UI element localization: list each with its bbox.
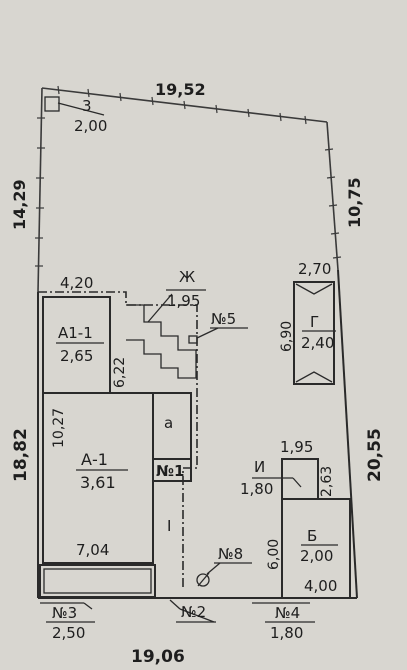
gate-no4-value: 1,80 — [270, 624, 303, 642]
building-a1: А-1 3,61 10,27 7,04 — [42, 392, 154, 564]
internal-boundary — [38, 291, 198, 588]
building-i-depth: 2,63 — [319, 466, 335, 497]
building-i-value: 1,80 — [240, 480, 273, 498]
building-a1-1-outline — [42, 296, 111, 394]
gate-no3-value: 2,50 — [52, 624, 85, 642]
building-i-width: 1,95 — [280, 438, 313, 456]
well-no5-label: №5 — [211, 310, 236, 328]
fence-left-upper — [37, 87, 43, 293]
building-g-outline — [293, 281, 335, 385]
building-a1-1: А1-1 2,65 4,20 6,22 — [42, 274, 128, 394]
building-a1-label: А-1 — [81, 450, 108, 469]
dim-right-lower: 20,55 — [365, 428, 385, 482]
extension-a: а — [152, 392, 192, 460]
structure-no1-outline — [152, 458, 192, 482]
plot-dimensions: 19,52 14,29 10,75 18,82 20,55 19,06 — [10, 80, 385, 667]
building-a1-1-depth: 6,22 — [112, 357, 128, 388]
building-zh-outline — [126, 304, 197, 379]
structure-no8-symbol — [196, 573, 210, 587]
building-i-outline — [281, 458, 319, 500]
dim-right-upper: 10,75 — [345, 177, 364, 228]
gate-no3-label: №3 — [52, 604, 77, 622]
dim-left-upper: 14,29 — [10, 179, 29, 230]
well-no5: №5 — [188, 310, 248, 344]
building-b-depth: 6,00 — [266, 539, 282, 570]
lower-strip-outline — [39, 564, 156, 598]
building-a1-1-value: 2,65 — [60, 347, 93, 365]
porch: I — [167, 517, 171, 535]
gate-no2-label: №2 — [181, 603, 206, 621]
gate-no4-label: №4 — [275, 604, 300, 622]
building-b-width: 4,00 — [304, 577, 337, 595]
building-a1-1-width: 4,20 — [60, 274, 93, 292]
fence-right-upper — [326, 121, 339, 271]
marker-3-value: 2,00 — [74, 117, 107, 135]
building-a1-width: 7,04 — [76, 541, 109, 559]
building-zh: Ж 1,95 — [126, 268, 206, 379]
building-i: И 1,80 1,95 2,63 — [240, 438, 335, 500]
gate-no2: №2 — [169, 599, 216, 623]
fence-ticks — [35, 85, 342, 267]
structure-no8: №8 — [196, 545, 252, 587]
gate-no4: №4 1,80 — [252, 602, 315, 642]
building-zh-value: 1,95 — [167, 292, 200, 310]
building-a1-depth: 10,27 — [51, 408, 67, 448]
dim-top: 19,52 — [155, 80, 206, 99]
building-b-value: 2,00 — [300, 547, 333, 565]
lower-strip — [39, 564, 156, 598]
building-b: Б 2,00 6,00 4,00 — [266, 498, 351, 599]
internal-boundary-line — [38, 291, 198, 588]
building-g-depth: 6,90 — [279, 321, 295, 352]
well-no5-symbol — [188, 335, 198, 344]
dim-left-lower: 18,82 — [11, 428, 31, 482]
dim-bottom: 19,06 — [131, 647, 185, 667]
building-zh-label: Ж — [179, 268, 195, 286]
building-g: Г 2,40 2,70 6,90 — [279, 260, 336, 385]
structure-no1-label: №1 — [156, 462, 184, 480]
building-g-label: Г — [310, 313, 319, 331]
building-g-value: 2,40 — [301, 334, 334, 352]
building-b-outline — [281, 498, 351, 599]
structure-no1: №1 — [152, 458, 192, 482]
gate-no3: №3 2,50 — [40, 602, 95, 642]
building-b-label: Б — [307, 527, 317, 545]
building-i-label: И — [254, 458, 265, 476]
structure-no8-label: №8 — [218, 545, 243, 563]
building-g-width: 2,70 — [298, 260, 331, 278]
lower-strip-inner — [43, 568, 152, 594]
porch-label: I — [167, 517, 171, 535]
marker-3: 3 2,00 — [44, 96, 107, 135]
marker-3-square — [44, 96, 60, 112]
boundary-right-lower — [337, 269, 358, 599]
marker-3-number: 3 — [82, 97, 92, 115]
building-a1-1-label: А1-1 — [58, 324, 93, 342]
extension-a-label: а — [164, 414, 173, 432]
building-a1-value: 3,61 — [80, 473, 116, 492]
